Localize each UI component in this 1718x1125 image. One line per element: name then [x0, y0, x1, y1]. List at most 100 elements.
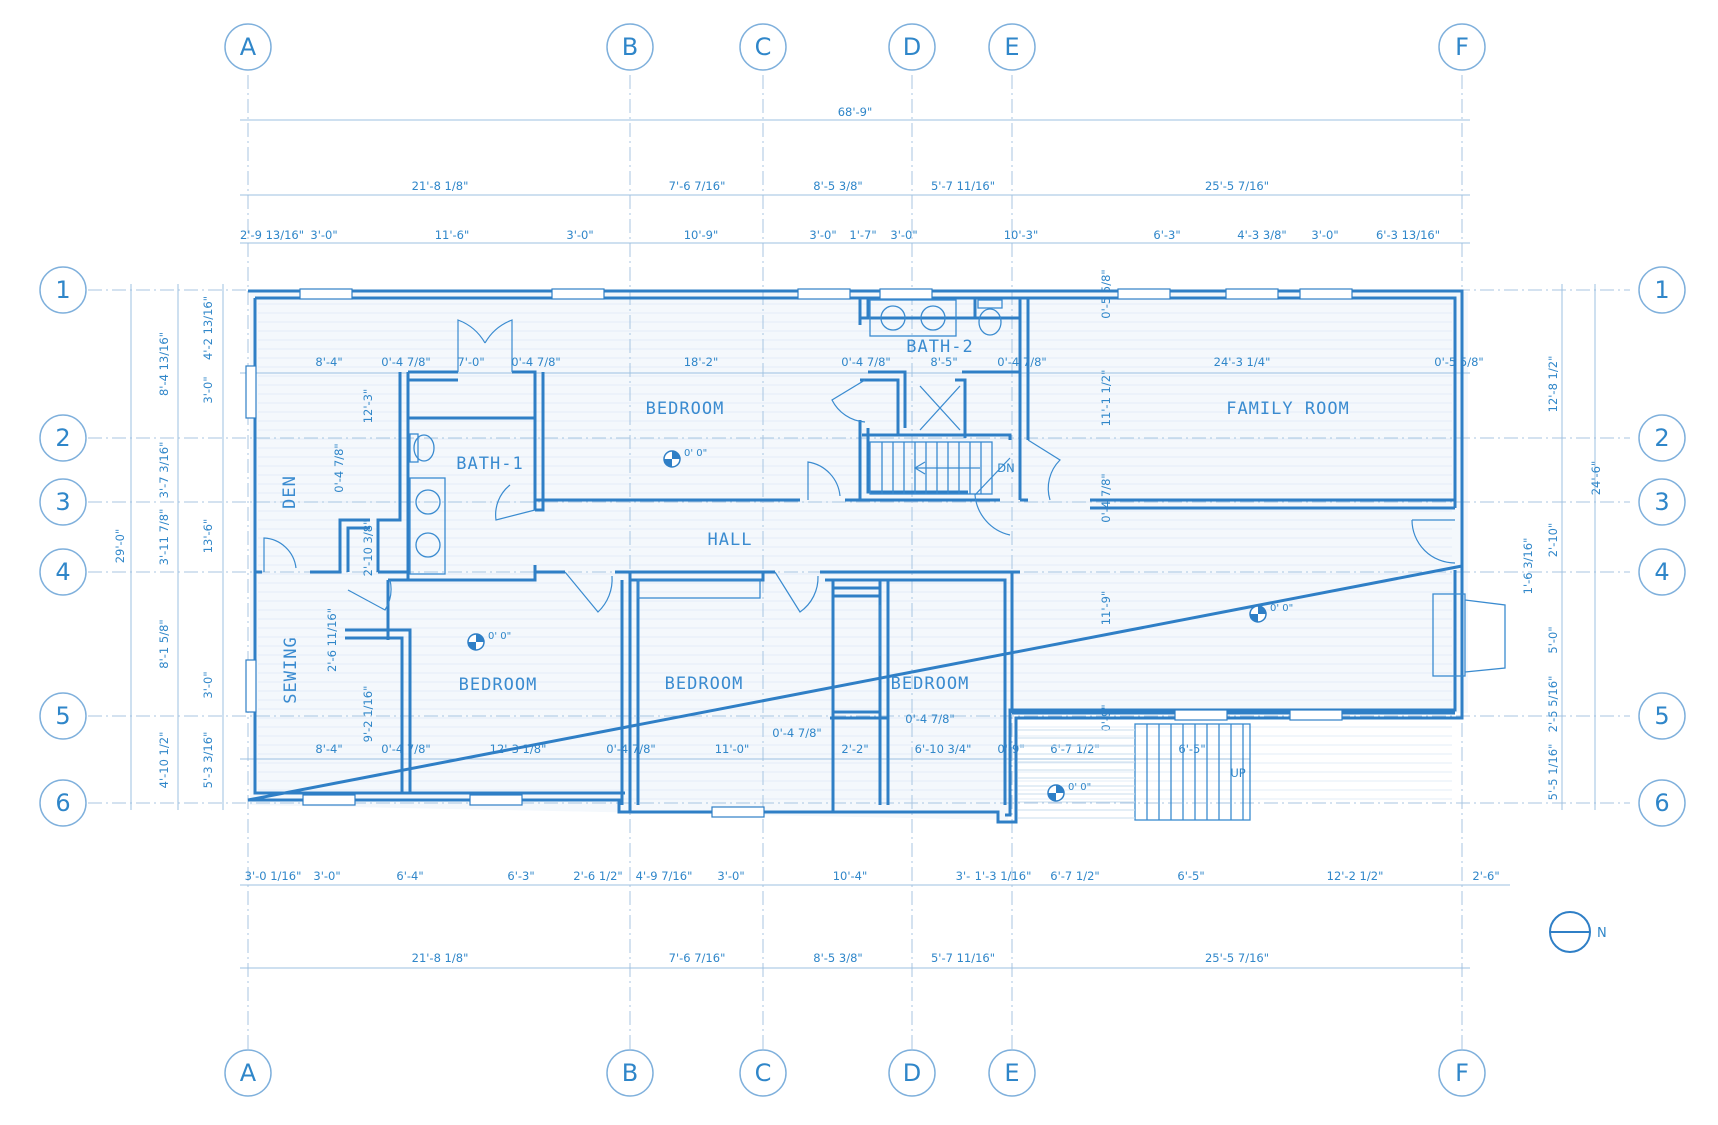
- elevation-marker-1: 0' 0": [663, 448, 707, 468]
- dim-top-open-3: 11'-6": [435, 228, 470, 242]
- dim-left-seg-2: 3'-7 3/16": [157, 442, 171, 499]
- stair-down: [869, 441, 993, 495]
- dim-left-overall: 29'-0": [113, 529, 127, 564]
- floor-fill: [250, 292, 1468, 820]
- interior-walls: [255, 298, 1455, 812]
- elevation-marker-4: 0' 0": [1047, 782, 1091, 802]
- dim-bot-open-12: 6'-5": [1177, 869, 1204, 883]
- dim-v-8: 0'-4 7/8": [1099, 473, 1113, 522]
- door-bedroom-main: [807, 461, 841, 500]
- stair-down-label: DN: [997, 461, 1014, 475]
- dim-left-seg-3: 3'-11 7/8": [157, 509, 171, 566]
- dimension-text-row6: 8'-4" 0'-4 7/8" 12'-3 1/8" 0'-4 7/8" 11'…: [315, 712, 1205, 756]
- grid-label-e-top: E: [1004, 33, 1019, 61]
- window-top-6: [1225, 288, 1279, 300]
- grid-label-3-right: 3: [1654, 488, 1669, 516]
- elevation-label-3: 0' 0": [1270, 603, 1293, 614]
- grid-label-3-left: 3: [55, 488, 70, 516]
- column-bubbles-bottom: A B C D E F: [224, 1049, 1486, 1097]
- toilet-tank-bath1: [409, 433, 419, 463]
- dim-bot-seg-2: 7'-6 7/16": [669, 951, 726, 965]
- grid-bubble-2-left: [39, 414, 87, 462]
- sink-bath1-b: [415, 532, 441, 558]
- grid-label-a-top: A: [240, 33, 257, 61]
- dim-bot-open-6: 4'-9 7/16": [636, 869, 693, 883]
- grid-bubble-4-right: [1638, 548, 1686, 596]
- dim-bot-open-9: 3'-: [956, 869, 971, 883]
- door-den: [263, 537, 297, 572]
- dim-bot-open-7: 3'-0": [717, 869, 744, 883]
- stair-up-label: UP: [1230, 766, 1245, 780]
- dim-top-open-6: 3'-0": [809, 228, 836, 242]
- dim-top-seg-4: 5'-7 11/16": [931, 179, 995, 193]
- dim-v-6: 0'-5 5/8": [1099, 269, 1113, 318]
- grid-bubble-4-left: [39, 548, 87, 596]
- room-label-bath2: BATH-2: [906, 337, 973, 357]
- grid-label-c-top: C: [755, 33, 772, 61]
- toilet-bath2: [978, 308, 1002, 336]
- dim-r6-7: 2'-2": [841, 742, 868, 756]
- grid-label-4-left: 4: [55, 558, 70, 586]
- grid-bubble-a-top: [224, 23, 272, 71]
- dim-right-seg-1: 12'-8 1/2": [1546, 356, 1560, 413]
- dim-v-5: 9'-2 1/16": [361, 686, 375, 743]
- dim-r2-2: 0'-4 7/8": [381, 355, 430, 369]
- dim-right-seg-5: 2'-5 5/16": [1546, 676, 1560, 733]
- grid-bubble-f-bottom: [1438, 1049, 1486, 1097]
- grid-bubble-b-top: [606, 23, 654, 71]
- grid-bubble-c-top: [739, 23, 787, 71]
- grid-label-5-right: 5: [1654, 702, 1669, 730]
- dim-v-4: 2'-6 11/16": [325, 608, 339, 672]
- dim-top-open-13: 6'-3 13/16": [1376, 228, 1440, 242]
- dim-r2-6: 0'-4 7/8": [841, 355, 890, 369]
- window-top-2: [551, 288, 605, 300]
- window-bottom-3: [711, 806, 765, 818]
- grid-bubble-d-bottom: [888, 1049, 936, 1097]
- door-bath2-closet: [831, 379, 866, 423]
- dim-right-seg-6: 5'-5 1/16": [1546, 744, 1560, 801]
- doors: [263, 319, 1456, 656]
- grid-bubble-3-right: [1638, 478, 1686, 526]
- dim-top-open-1: 2'-9 13/16": [240, 228, 304, 242]
- shelf-bedroom-sw: [637, 579, 761, 599]
- dim-v-1: 12'-3": [361, 389, 375, 424]
- sink-bath1-a: [415, 489, 441, 515]
- room-label-hall: HALL: [708, 530, 753, 550]
- dim-left-open-5: 5'-3 3/16": [201, 732, 215, 789]
- stair-up: [1134, 723, 1251, 821]
- closet-x: [919, 385, 961, 431]
- grid-bubble-1-right: [1638, 266, 1686, 314]
- dim-r6-1: 8'-4": [315, 742, 342, 756]
- room-labels: BEDROOM BATH-1 BATH-2 FAMILY ROOM HALL D…: [280, 337, 1349, 704]
- dim-right-overall: 24'-6": [1589, 461, 1603, 496]
- bath-fixtures: [409, 299, 1506, 677]
- window-top-5: [1117, 288, 1171, 300]
- window-bottom-1: [302, 794, 356, 806]
- dim-right-seg-4: 5'-0": [1546, 626, 1560, 653]
- sink-bath2-a: [880, 305, 906, 331]
- dim-top-seg-3: 8'-5 3/8": [813, 179, 862, 193]
- dim-r6-2: 0'-4 7/8": [381, 742, 430, 756]
- dim-bot-seg-5: 25'-5 7/16": [1205, 951, 1269, 965]
- grid-label-6-right: 6: [1654, 789, 1669, 817]
- row-bubbles-left: 1 2 3 4 5 6: [39, 266, 87, 827]
- dim-left-seg-5: 4'-10 1/2": [157, 732, 171, 789]
- dim-left-open-1: 4'-2 13/16": [201, 296, 215, 360]
- room-label-den: DEN: [280, 475, 300, 509]
- grid-bubble-f-top: [1438, 23, 1486, 71]
- dim-r2-8: 0'-4 7/8": [997, 355, 1046, 369]
- vanity-bath2: [869, 299, 957, 337]
- stairs: DN UP: [869, 441, 1251, 821]
- door-stair: [974, 457, 1011, 536]
- grid-bubble-c-bottom: [739, 1049, 787, 1097]
- room-label-bedroom-sw: BEDROOM: [459, 675, 538, 695]
- grid-label-d-top: D: [903, 33, 921, 61]
- grid-bubble-2-right: [1638, 414, 1686, 462]
- dim-r2-1: 8'-4": [315, 355, 342, 369]
- door-closet-double: [457, 319, 513, 372]
- toilet-tank-bath2: [977, 299, 1003, 309]
- fireplace-hearth: [1464, 599, 1506, 673]
- dim-top-seg-2: 7'-6 7/16": [669, 179, 726, 193]
- grid-label-e-bottom: E: [1004, 1059, 1019, 1087]
- dim-bot-open-13: 12'-2 1/2": [1327, 869, 1384, 883]
